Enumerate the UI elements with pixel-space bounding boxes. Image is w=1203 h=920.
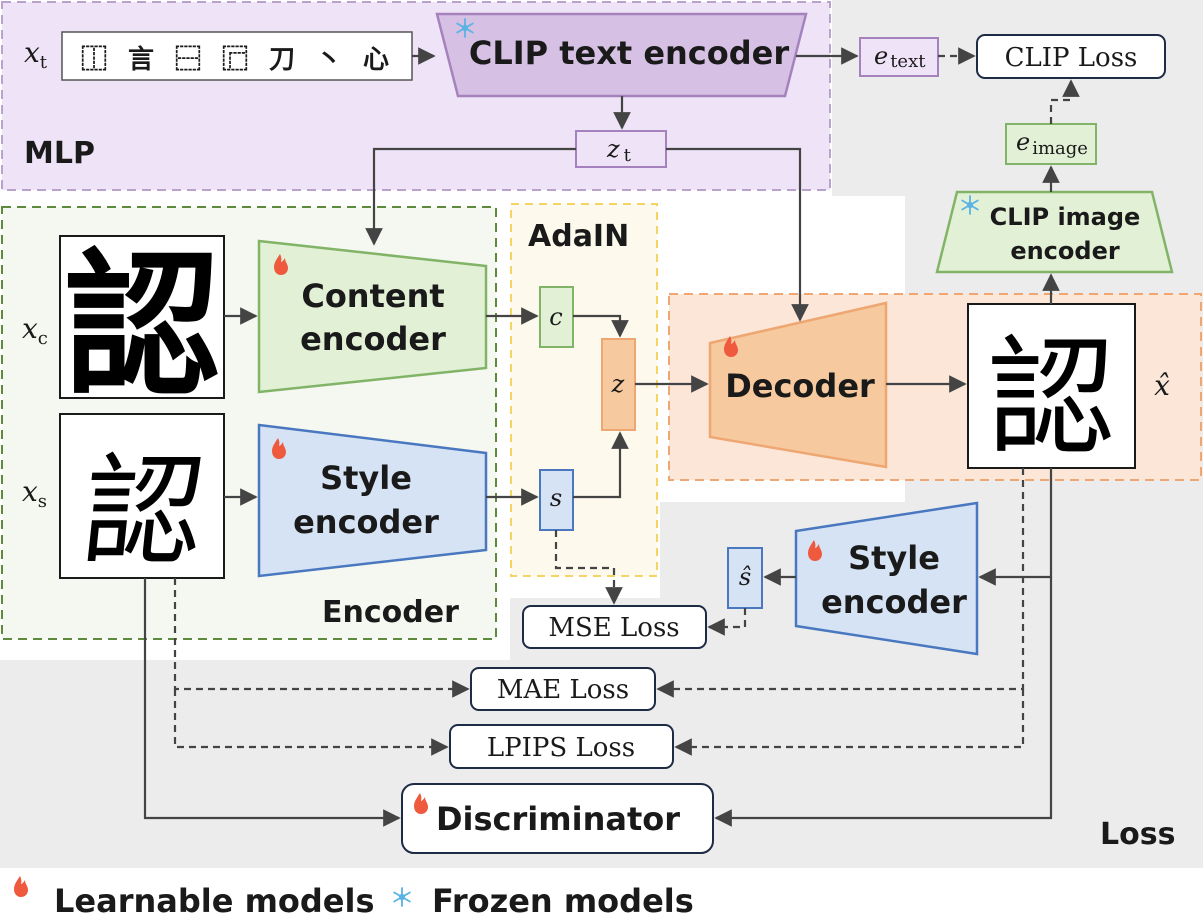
x-t-label: xt bbox=[24, 36, 48, 73]
style-image bbox=[59, 413, 225, 579]
clip-loss-box bbox=[976, 34, 1166, 79]
text-component-1: 言 bbox=[128, 45, 154, 75]
content-encoder-label-1: Content bbox=[301, 277, 444, 315]
lpips-loss-label: LPIPS Loss bbox=[487, 733, 635, 763]
clip-image-encoder bbox=[935, 190, 1174, 274]
s-hat-label: ŝ bbox=[739, 563, 751, 591]
style-glyph: 認 bbox=[76, 442, 211, 582]
text-component-5: 丶 bbox=[316, 45, 342, 75]
style-encoder-2-label-2: encoder bbox=[821, 583, 967, 621]
text-component-2: ⿱ bbox=[175, 45, 201, 75]
c-node bbox=[539, 286, 574, 348]
output-glyph: 認 bbox=[987, 324, 1115, 473]
adain-label: AdaIN bbox=[528, 219, 629, 254]
x-s-label: xs bbox=[22, 475, 47, 512]
x-hat-label: x̂ bbox=[1154, 369, 1170, 402]
text-component-sequence: ⿰言⿱⿸刀丶心 bbox=[81, 45, 389, 75]
legend-frozen: Frozen models bbox=[432, 882, 694, 920]
decoder bbox=[708, 301, 888, 469]
text-component-box bbox=[61, 31, 413, 81]
text-component-3: ⿸ bbox=[222, 45, 248, 75]
dashed-connectors bbox=[173, 47, 1080, 756]
mse-loss-box bbox=[522, 605, 707, 649]
decoder-label: Decoder bbox=[725, 367, 875, 405]
lpips-loss-box bbox=[449, 724, 674, 769]
loss-region bbox=[0, 0, 1203, 868]
legend-learnable: Learnable models bbox=[54, 882, 375, 920]
content-glyph: 認 bbox=[64, 235, 220, 417]
mse-loss-label: MSE Loss bbox=[548, 613, 679, 643]
clip-loss-label: CLIP Loss bbox=[1005, 43, 1138, 73]
content-image bbox=[59, 235, 225, 399]
text-component-6: 心 bbox=[363, 45, 389, 75]
z-t-node bbox=[575, 130, 667, 168]
x-c-label: xc bbox=[22, 312, 48, 349]
style-encoder-2 bbox=[794, 501, 979, 656]
style-encoder-label-1: Style bbox=[320, 459, 412, 497]
content-encoder-label-2: encoder bbox=[300, 320, 446, 358]
style-encoder bbox=[257, 423, 488, 578]
content-encoder bbox=[257, 239, 488, 394]
text-component-0: ⿰ bbox=[81, 45, 107, 75]
text-component-4: 刀 bbox=[269, 45, 295, 75]
s-hat-node bbox=[727, 547, 763, 609]
loss-label: Loss bbox=[1100, 817, 1175, 852]
clip-text-encoder bbox=[435, 12, 808, 98]
mae-loss-label: MAE Loss bbox=[497, 675, 629, 705]
discriminator-box bbox=[401, 783, 714, 854]
style-encoder-2-label-1: Style bbox=[848, 539, 940, 577]
e-image-node bbox=[1005, 123, 1097, 165]
c-label: c bbox=[549, 303, 562, 331]
solid-connectors bbox=[143, 47, 1060, 827]
clip-text-encoder-label: CLIP text encoder bbox=[469, 34, 790, 72]
discriminator-label: Discriminator bbox=[436, 800, 680, 838]
clip-image-encoder-label-1: CLIP image bbox=[990, 203, 1141, 231]
mlp-label: MLP bbox=[24, 136, 95, 171]
z-node bbox=[601, 338, 636, 431]
e-text-node bbox=[859, 37, 939, 77]
encoder-label: Encoder bbox=[322, 595, 459, 630]
style-encoder-label-2: encoder bbox=[293, 503, 439, 541]
s-label: s bbox=[550, 484, 562, 512]
mae-loss-box bbox=[470, 667, 656, 711]
z-label: z bbox=[611, 370, 625, 398]
clip-image-encoder-label-2: encoder bbox=[1010, 237, 1120, 265]
